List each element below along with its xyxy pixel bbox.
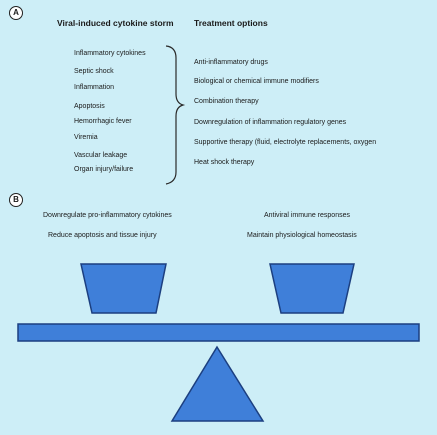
symptom-item: Organ injury/failure bbox=[74, 166, 134, 173]
right-goal-text: Antiviral immune responses bbox=[264, 212, 350, 219]
symptom-item: Viremia bbox=[74, 134, 98, 141]
treatment-item: Supportive therapy (fluid, electrolyte r… bbox=[194, 139, 377, 146]
treatment-item: Downregulation of inflammation regulator… bbox=[194, 119, 347, 126]
symptom-item: Apoptosis bbox=[74, 103, 105, 110]
right-goal-text: Maintain physiological homeostasis bbox=[247, 232, 357, 239]
left-cup-shape bbox=[80, 263, 167, 314]
treatment-item: Anti-inflammatory drugs bbox=[194, 59, 268, 66]
symptom-item: Septic shock bbox=[74, 68, 114, 75]
balance-beam bbox=[17, 323, 420, 342]
treatment-options-heading: Treatment options bbox=[194, 18, 268, 28]
grouping-brace bbox=[165, 45, 186, 185]
panel-a-badge: A bbox=[9, 6, 23, 20]
symptom-item: Hemorrhagic fever bbox=[74, 118, 132, 125]
left-goal-text: Reduce apoptosis and tissue injury bbox=[48, 232, 157, 239]
symptom-item: Vascular leakage bbox=[74, 152, 128, 159]
treatment-item: Heat shock therapy bbox=[194, 159, 255, 166]
panel-b-badge: B bbox=[9, 193, 23, 207]
symptom-item: Inflammation bbox=[74, 84, 115, 91]
right-cup-shape bbox=[269, 263, 355, 314]
symptom-item: Inflammatory cytokines bbox=[74, 50, 146, 57]
treatment-item: Biological or chemical immune modifiers bbox=[194, 78, 319, 85]
left-goal-text: Downregulate pro-inflammatory cytokines bbox=[43, 212, 172, 219]
fulcrum-triangle bbox=[170, 345, 265, 422]
treatment-item: Combination therapy bbox=[194, 98, 259, 105]
cytokine-storm-heading: Viral-induced cytokine storm bbox=[57, 18, 174, 28]
